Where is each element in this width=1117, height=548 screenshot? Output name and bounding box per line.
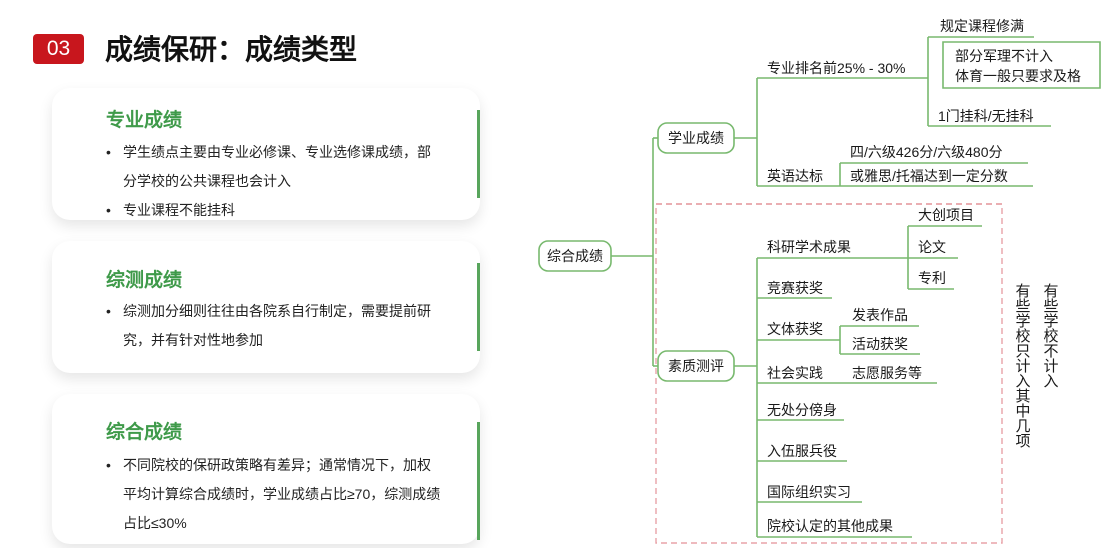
- note-some-items: 有些学校只计入其中几项: [1014, 283, 1031, 448]
- node-academic: 学业成绩: [668, 130, 724, 146]
- node-paper: 论文: [918, 239, 946, 255]
- node-exclude-military: 部分军理不计入: [955, 48, 1053, 64]
- node-fail-rule: 1门挂科/无挂科: [938, 108, 1034, 124]
- note-not-counted: 有些学校不计入: [1042, 283, 1059, 388]
- card-title: 专业成绩: [106, 110, 183, 131]
- node-cet: 四/六级426分/六级480分: [850, 144, 1003, 160]
- node-research: 科研学术成果: [767, 239, 851, 255]
- node-course-rule: 规定课程修满: [940, 18, 1024, 34]
- node-arts: 文体获奖: [767, 321, 823, 337]
- page-title: 成绩保研：成绩类型: [105, 34, 358, 65]
- card-accent-bar: [477, 422, 480, 540]
- node-english: 英语达标: [767, 168, 823, 184]
- node-innovation: 大创项目: [918, 207, 974, 223]
- node-rank: 专业排名前25% - 30%: [767, 60, 905, 76]
- node-patent: 专利: [918, 270, 946, 286]
- bullet-item: 不同院校的保研政策略有差异；通常情况下，加权平均计算综合成绩时，学业成绩占比≥7…: [106, 451, 444, 538]
- bullet-item: 学生绩点主要由专业必修课、专业选修课成绩，部分学校的公共课程也会计入: [106, 138, 444, 196]
- card-bullets: 综测加分细则往往由各院系自行制定，需要提前研究，并有针对性地参加: [106, 297, 444, 355]
- card-evaluation-score: 综测成绩 综测加分细则往往由各院系自行制定，需要提前研究，并有针对性地参加: [52, 241, 480, 373]
- node-activity: 活动获奖: [852, 336, 908, 352]
- node-competition: 竞赛获奖: [767, 280, 823, 296]
- node-volunteer: 志愿服务等: [852, 365, 922, 381]
- card-major-score: 专业成绩 学生绩点主要由专业必修课、专业选修课成绩，部分学校的公共课程也会计入 …: [52, 88, 480, 225]
- card-overall-score: 综合成绩 不同院校的保研政策略有差异；通常情况下，加权平均计算综合成绩时，学业成…: [52, 394, 480, 544]
- node-social: 社会实践: [767, 365, 823, 381]
- card-title: 综测成绩: [106, 270, 183, 291]
- card-accent-bar: [477, 263, 480, 351]
- node-publish: 发表作品: [852, 307, 908, 323]
- node-root: 综合成绩: [547, 248, 603, 264]
- node-quality: 素质测评: [668, 358, 724, 374]
- section-number-badge: 03: [33, 34, 84, 64]
- node-other: 院校认定的其他成果: [767, 518, 893, 534]
- card-bullets: 学生绩点主要由专业必修课、专业选修课成绩，部分学校的公共课程也会计入 专业课程不…: [106, 138, 444, 225]
- node-intl-intern: 国际组织实习: [767, 484, 851, 500]
- bullet-item: 专业课程不能挂科: [106, 196, 444, 225]
- node-army: 入伍服兵役: [767, 443, 837, 459]
- card-title: 综合成绩: [106, 422, 183, 443]
- card-accent-bar: [477, 110, 480, 198]
- node-exclude-pe: 体育一般只要求及格: [955, 68, 1081, 84]
- bullet-item: 综测加分细则往往由各院系自行制定，需要提前研究，并有针对性地参加: [106, 297, 444, 355]
- node-clean-record: 无处分傍身: [767, 402, 837, 418]
- node-ielts: 或雅思/托福达到一定分数: [850, 168, 1008, 184]
- card-bullets: 不同院校的保研政策略有差异；通常情况下，加权平均计算综合成绩时，学业成绩占比≥7…: [106, 451, 444, 538]
